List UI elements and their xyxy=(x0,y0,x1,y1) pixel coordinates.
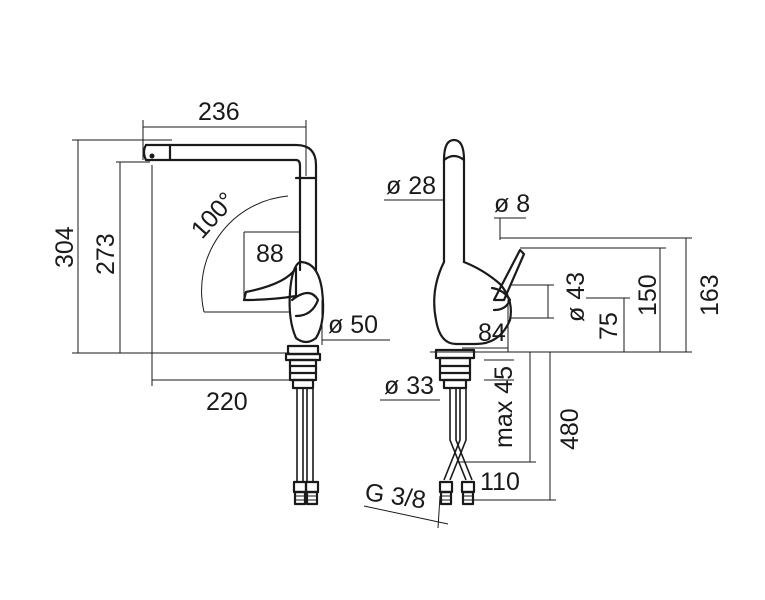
dim-220: 220 xyxy=(206,388,248,416)
dim-ø8: ø 8 xyxy=(494,190,530,218)
dim-480: 480 xyxy=(556,408,584,450)
swivel-arc xyxy=(201,195,289,313)
dim-304: 304 xyxy=(51,226,79,268)
dim-150: 150 xyxy=(634,274,662,316)
dim-ø50: ø 50 xyxy=(328,311,378,339)
side-view: ø 28 ø 8 163 150 ø 43 75 84 ø 33 max 45 … xyxy=(363,138,724,529)
front-view: 236 304 273 100° 88 ø 50 220 xyxy=(51,98,390,506)
dim-163: 163 xyxy=(696,274,724,316)
dim-236: 236 xyxy=(198,98,240,126)
dim-ø33: ø 33 xyxy=(384,372,434,400)
dim-ø43: ø 43 xyxy=(562,272,590,322)
dim-ø28: ø 28 xyxy=(386,172,436,200)
dim-88: 88 xyxy=(256,240,284,268)
dim-110: 110 xyxy=(480,468,520,496)
dim-273: 273 xyxy=(92,233,120,275)
front-faucet-body xyxy=(142,143,325,506)
dim-84: 84 xyxy=(478,319,506,347)
dim-max45: max 45 xyxy=(490,366,518,448)
dim-100-degree: 100° xyxy=(186,187,241,244)
side-faucet-body xyxy=(433,138,526,506)
dim-75: 75 xyxy=(595,312,623,340)
side-dimension-lines xyxy=(363,199,692,529)
dim-g3-8: G 3/8 xyxy=(363,478,427,514)
